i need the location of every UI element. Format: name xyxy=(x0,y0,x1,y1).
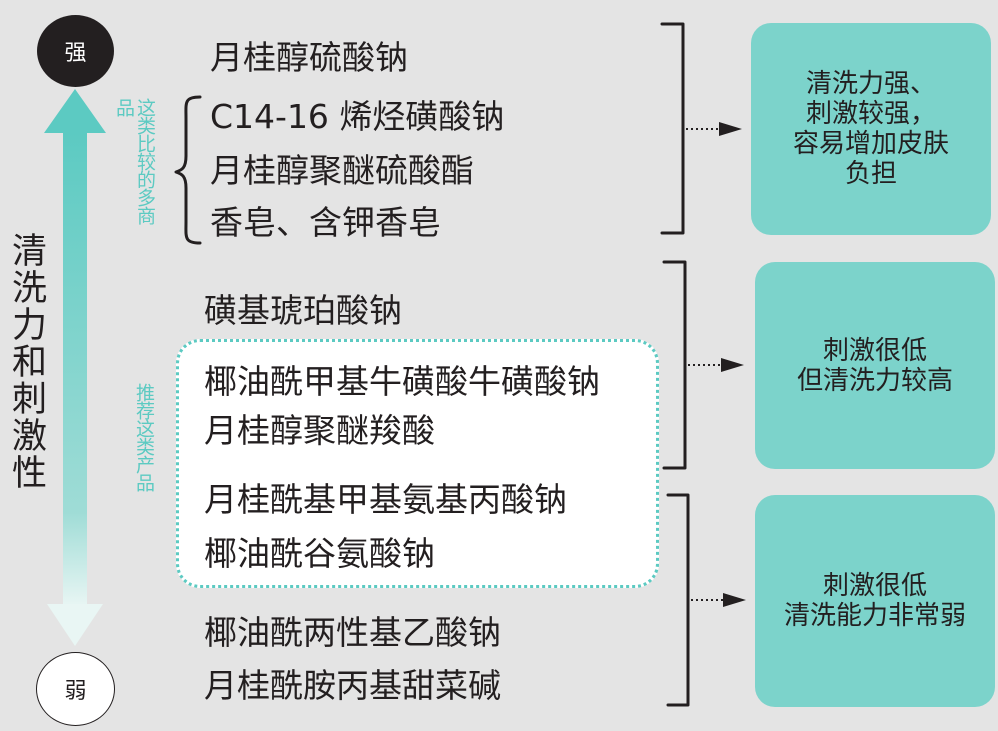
list-item: 月桂酰胺丙基甜菜碱 xyxy=(204,666,501,705)
arrow-head-down xyxy=(47,604,103,646)
result-text-3: 刺激很低 清洗能力非常弱 xyxy=(783,571,966,631)
arrow-head-2 xyxy=(721,358,744,372)
list-item: 月桂酰基甲基氨基丙酸钠 xyxy=(204,480,567,519)
list-item: 磺基琥珀酸钠 xyxy=(204,291,402,330)
list-item: 香皂、含钾香皂 xyxy=(210,203,441,242)
list-item: 椰油酰谷氨酸钠 xyxy=(204,534,435,573)
result-text-1: 清洗力强、 刺激较强， 容易增加皮肤 负担 xyxy=(792,69,949,189)
list-item: 月桂醇硫酸钠 xyxy=(210,38,408,77)
list-item: 椰油酰两性基乙酸钠 xyxy=(204,613,501,652)
arrow-head-1 xyxy=(719,122,742,136)
list-item: C14-16 烯烃磺酸钠 xyxy=(210,97,505,136)
list-item: 月桂醇聚醚羧酸 xyxy=(204,411,435,450)
note-recommended: 推荐这类产品 xyxy=(133,383,155,491)
result-box-3: 刺激很低 清洗能力非常弱 xyxy=(755,495,995,707)
result-text-2: 刺激很低 但清洗力较高 xyxy=(796,335,953,396)
result-box-1: 清洗力强、 刺激较强， 容易增加皮肤 负担 xyxy=(751,23,991,235)
bracket-group-1 xyxy=(660,22,685,235)
arrow-shaft xyxy=(63,132,87,607)
axis-title: 清洗力和刺激性 xyxy=(6,232,46,491)
list-item: 椰油酰甲基牛磺酸牛磺酸钠 xyxy=(204,362,600,401)
strong-circle: 强 xyxy=(37,15,114,87)
arrow-head-up xyxy=(44,89,106,133)
bracket-group-3 xyxy=(666,493,690,707)
result-box-2: 刺激很低 但清洗力较高 xyxy=(755,262,995,469)
list-item: 月桂醇聚醚硫酸酯 xyxy=(210,151,474,190)
recommended-box xyxy=(176,339,659,588)
note-common-products: 这类比较的多商品 xyxy=(113,98,156,224)
weak-label: 弱 xyxy=(64,679,87,704)
weak-circle: 弱 xyxy=(36,652,115,726)
brace-common xyxy=(174,95,202,245)
strong-label: 强 xyxy=(64,41,87,66)
arrow-head-3 xyxy=(723,593,746,607)
bracket-group-2 xyxy=(662,260,687,470)
